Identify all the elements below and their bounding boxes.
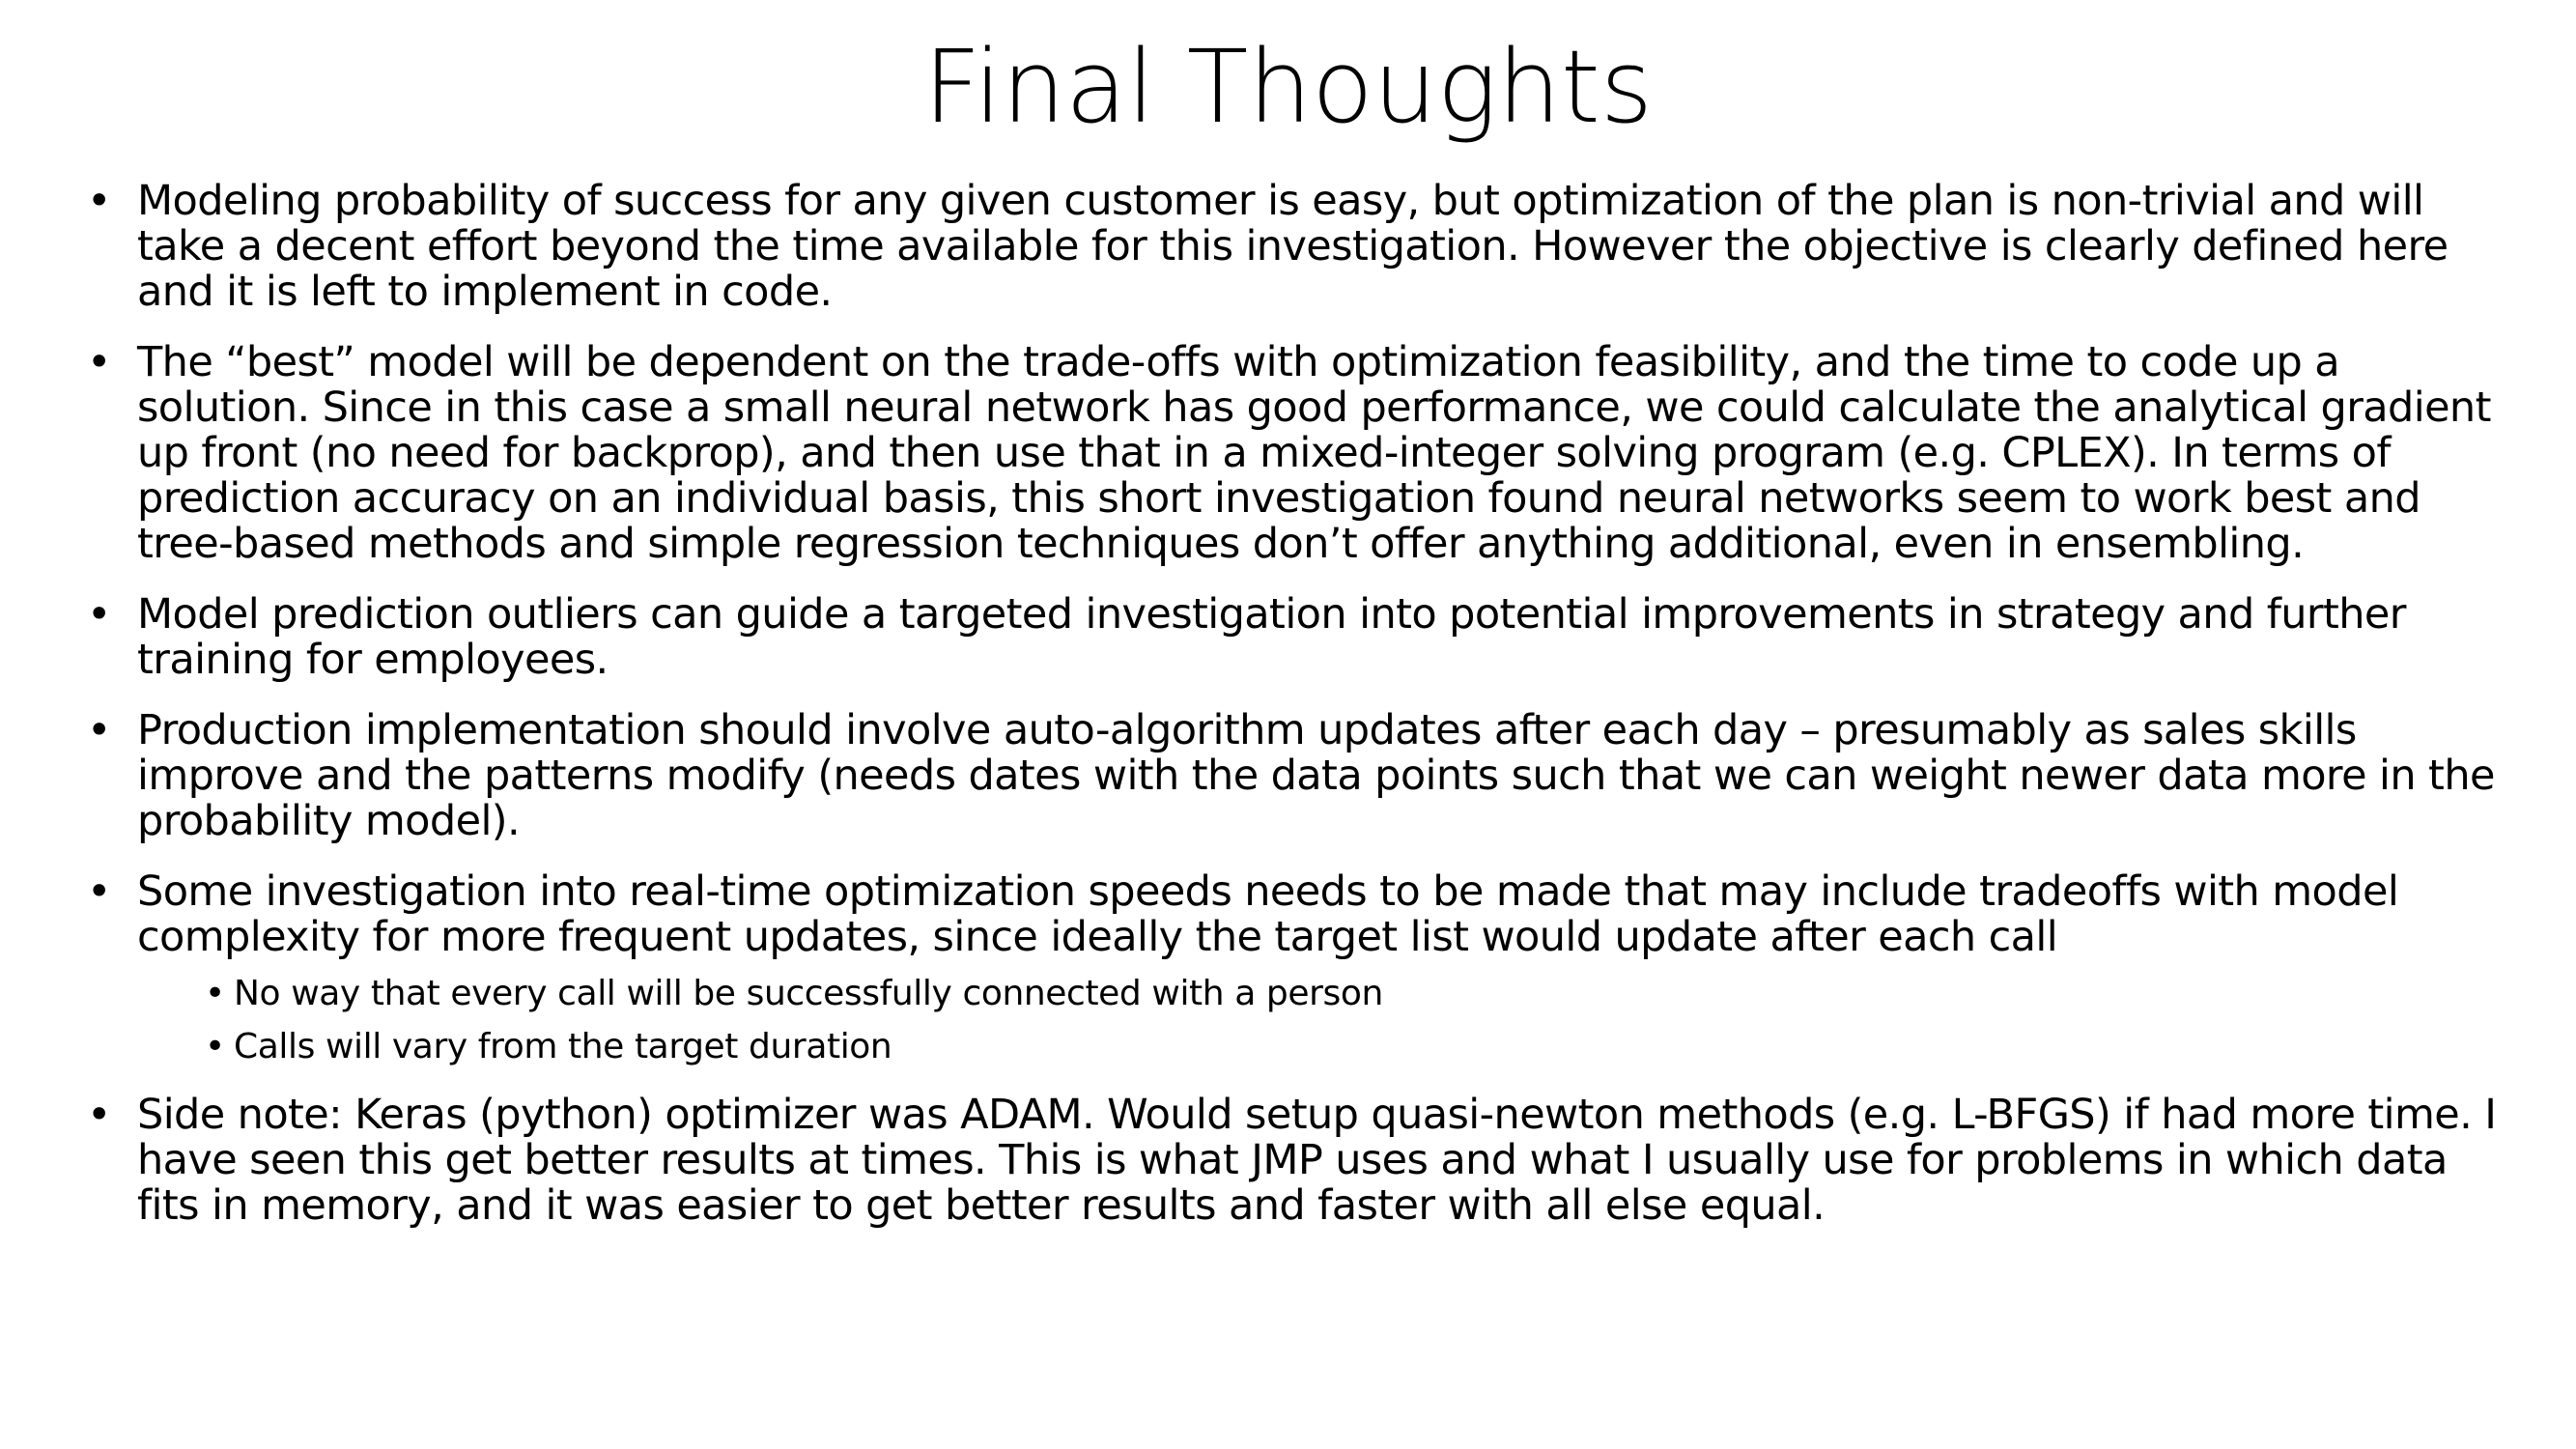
slide-title: Final Thoughts <box>922 28 1653 146</box>
sub-bullet-marker: • <box>205 974 225 1013</box>
sub-bullet-item: • Calls will vary from the target durati… <box>137 1027 2511 1067</box>
bullet-text: Production implementation should involve… <box>137 706 2495 845</box>
bullet-text: Some investigation into real-time optimi… <box>137 867 2399 961</box>
bullet-marker: • <box>87 590 111 639</box>
bullet-marker: • <box>87 706 111 754</box>
bullet-marker: • <box>87 867 111 916</box>
bullet-list: • Modeling probability of success for an… <box>77 179 2511 1254</box>
bullet-item: • Model prediction outliers can guide a … <box>77 592 2511 683</box>
bullet-text: The “best” model will be dependent on th… <box>137 338 2491 568</box>
bullet-marker: • <box>87 177 111 225</box>
bullet-text: Side note: Keras (python) optimizer was … <box>137 1091 2497 1230</box>
bullet-item: • Production implementation should invol… <box>77 708 2511 844</box>
sub-bullet-text: Calls will vary from the target duration <box>234 1027 892 1066</box>
bullet-item: • Some investigation into real-time opti… <box>77 869 2511 1067</box>
bullet-item: • Modeling probability of success for an… <box>77 179 2511 315</box>
bullet-marker: • <box>87 338 111 386</box>
bullet-text: Modeling probability of success for any … <box>137 177 2449 316</box>
bullet-item: • Side note: Keras (python) optimizer wa… <box>77 1093 2511 1229</box>
sub-bullet-text: No way that every call will be successfu… <box>234 974 1383 1013</box>
bullet-text: Model prediction outliers can guide a ta… <box>137 590 2406 684</box>
bullet-marker: • <box>87 1091 111 1139</box>
sub-bullet-marker: • <box>205 1027 225 1066</box>
sub-bullet-item: • No way that every call will be success… <box>137 974 2511 1014</box>
bullet-item: • The “best” model will be dependent on … <box>77 340 2511 567</box>
sub-bullet-list: • No way that every call will be success… <box>137 974 2511 1067</box>
